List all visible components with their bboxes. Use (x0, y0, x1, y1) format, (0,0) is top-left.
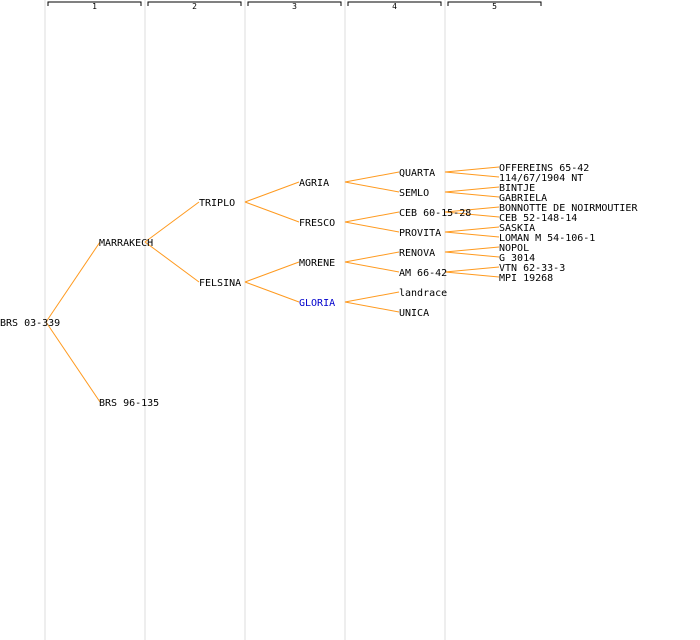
pedigree-edge (45, 321, 101, 403)
pedigree-edge (344, 221, 400, 233)
pedigree-edge (344, 301, 400, 313)
pedigree-edge (444, 186, 500, 193)
pedigree-node: PROVITA (399, 228, 441, 239)
generation-header-bracket (447, 1, 542, 6)
pedigree-node: 114/67/1904 NT (499, 173, 583, 184)
pedigree-labels: BRS 03-339 MARRAKECH TRIPLO AGRIA QUARTA OFFE… (0, 163, 638, 409)
pedigree-node: BRS 03-339 (0, 318, 60, 329)
generation-columns (44, 0, 446, 640)
pedigree-node: CEB 60-15-28 (399, 208, 471, 219)
pedigree-edge (444, 211, 500, 218)
pedigree-node: FELSINA (199, 278, 241, 289)
pedigree-node: NOPOL (499, 243, 529, 254)
generation-number: 2 (192, 2, 197, 11)
pedigree-node: QUARTA (399, 168, 435, 179)
pedigree-edge (344, 261, 400, 273)
pedigree-edge (444, 231, 500, 238)
pedigree-edge (444, 166, 500, 173)
generation-header-bracket (347, 1, 442, 6)
pedigree-edge (45, 241, 101, 323)
pedigree-edge (344, 181, 400, 193)
generation-header-bracket (147, 1, 242, 6)
pedigree-node: LOMAN M 54-106-1 (499, 233, 595, 244)
pedigree-node: CEB 52-148-14 (499, 213, 577, 224)
pedigree-node: RENOVA (399, 248, 435, 259)
generation-header: 1 2 3 4 5 (47, 1, 542, 11)
pedigree-node: BINTJE (499, 183, 535, 194)
pedigree-node: BONNOTTE DE NOIRMOUTIER (499, 203, 638, 214)
pedigree-edge (444, 206, 500, 213)
pedigree-edge (444, 246, 500, 253)
pedigree-edge (244, 181, 300, 203)
pedigree-node: landrace (399, 288, 447, 299)
pedigree-node: BRS 96-135 (99, 398, 159, 409)
pedigree-edge (444, 191, 500, 198)
generation-header-bracket (47, 1, 142, 6)
generation-number: 3 (292, 2, 297, 11)
pedigree-node: VTN 62-33-3 (499, 263, 565, 274)
pedigree-node: SEMLO (399, 188, 429, 199)
pedigree-node: MARRAKECH (99, 238, 153, 249)
pedigree-edge (444, 226, 500, 233)
pedigree-edge (344, 291, 400, 303)
pedigree-edge (144, 241, 200, 283)
pedigree-node: FRESCO (299, 218, 335, 229)
generation-header-bracket (247, 1, 342, 6)
pedigree-node: UNICA (399, 308, 429, 319)
pedigree-edge (244, 281, 300, 303)
pedigree-edge (444, 171, 500, 178)
pedigree-edge (444, 251, 500, 258)
pedigree-node: SASKIA (499, 223, 535, 234)
generation-number: 5 (492, 2, 497, 11)
pedigree-edge (244, 201, 300, 223)
pedigree-edge (344, 211, 400, 223)
pedigree-node: G 3014 (499, 253, 535, 264)
pedigree-edge (144, 201, 200, 243)
pedigree-node: GABRIELA (499, 193, 547, 204)
pedigree-edge (344, 251, 400, 263)
pedigree-node: OFFEREINS 65-42 (499, 163, 589, 174)
pedigree-node: TRIPLO (199, 198, 235, 209)
generation-number: 4 (392, 2, 397, 11)
pedigree-node: MPI 19268 (499, 273, 553, 284)
pedigree-node: AGRIA (299, 178, 329, 189)
pedigree-node: MORENE (299, 258, 335, 269)
generation-number: 1 (92, 2, 97, 11)
pedigree-edge (444, 271, 500, 278)
pedigree-node: AM 66-42 (399, 268, 447, 279)
pedigree-edge (444, 266, 500, 273)
pedigree-edge (244, 261, 300, 283)
pedigree-node-highlighted[interactable]: GLORIA (299, 298, 335, 309)
pedigree-edges (45, 166, 500, 403)
pedigree-edge (344, 171, 400, 183)
